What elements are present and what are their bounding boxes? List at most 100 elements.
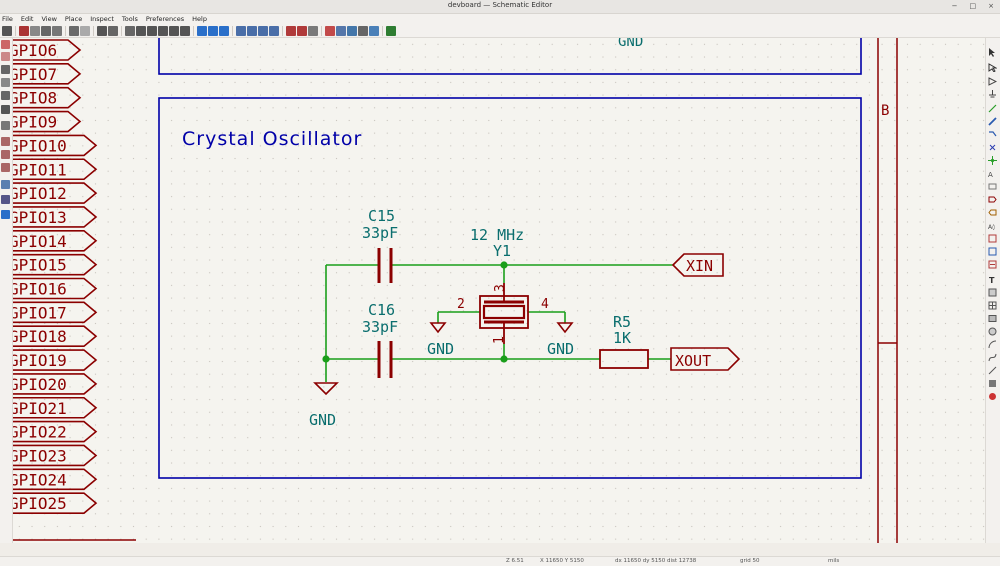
print-icon[interactable] bbox=[41, 25, 51, 36]
refresh-icon[interactable] bbox=[125, 25, 135, 36]
wire-angle-90-icon[interactable] bbox=[1, 150, 10, 159]
find-icon[interactable] bbox=[97, 25, 107, 36]
plot-icon[interactable] bbox=[52, 25, 62, 36]
wire-angle-free-icon[interactable] bbox=[1, 137, 10, 146]
gpio-label-shape[interactable] bbox=[13, 182, 98, 204]
gpio-label-shape[interactable] bbox=[13, 444, 98, 467]
add-label-icon[interactable]: A bbox=[988, 163, 997, 179]
gpio-label-shape[interactable] bbox=[13, 373, 98, 395]
gnd-symbol[interactable] bbox=[556, 322, 574, 334]
cursor-shape-icon[interactable] bbox=[1, 105, 10, 114]
grid-overrides-icon[interactable] bbox=[1, 52, 10, 61]
zoom-objects-icon[interactable] bbox=[169, 25, 179, 36]
menu-view[interactable]: View bbox=[41, 15, 57, 23]
delete-icon[interactable] bbox=[988, 386, 997, 400]
import-sheet-pin-icon[interactable] bbox=[988, 241, 997, 256]
menu-file[interactable]: File bbox=[2, 15, 13, 23]
minimize-button[interactable]: − bbox=[951, 2, 958, 10]
add-text-icon[interactable]: T bbox=[988, 269, 997, 285]
footprint-assign-icon[interactable] bbox=[336, 25, 346, 36]
gpio-label-shape[interactable] bbox=[13, 63, 82, 85]
add-rectangle-icon[interactable] bbox=[988, 308, 997, 322]
units-mils-icon[interactable] bbox=[1, 78, 10, 87]
annotate-icon[interactable] bbox=[308, 25, 318, 36]
add-circle-icon[interactable] bbox=[988, 321, 997, 336]
resistor-r5[interactable] bbox=[599, 349, 649, 369]
gpio-label-shape[interactable] bbox=[13, 134, 98, 157]
menu-preferences[interactable]: Preferences bbox=[145, 15, 185, 23]
schematic-canvas[interactable]: GND B Crystal Oscillator bbox=[13, 38, 986, 543]
capacitor-c15[interactable] bbox=[377, 248, 393, 283]
add-bezier-icon[interactable] bbox=[988, 347, 997, 362]
symbol-browser-icon[interactable] bbox=[297, 25, 307, 36]
gpio-label-shape[interactable] bbox=[13, 349, 98, 371]
add-bus-icon[interactable] bbox=[988, 111, 997, 126]
rotate-ccw-icon[interactable] bbox=[236, 25, 246, 36]
menu-help[interactable]: Help bbox=[192, 15, 207, 23]
grid-toggle-icon[interactable] bbox=[1, 40, 10, 49]
gpio-label-shape[interactable] bbox=[13, 468, 98, 491]
symbol-editor-icon[interactable] bbox=[286, 25, 296, 36]
symbol-fields-icon[interactable] bbox=[347, 25, 357, 36]
add-image-icon[interactable] bbox=[988, 373, 997, 387]
add-global-label-icon[interactable] bbox=[988, 189, 997, 203]
add-sheet-icon[interactable] bbox=[988, 228, 997, 243]
menu-place[interactable]: Place bbox=[64, 15, 83, 23]
maximize-button[interactable]: □ bbox=[969, 2, 977, 10]
gpio-label-shape[interactable] bbox=[13, 492, 98, 514]
add-arc-icon[interactable] bbox=[988, 334, 997, 349]
show-hidden-pins-icon[interactable] bbox=[1, 121, 10, 130]
menu-tools[interactable]: Tools bbox=[121, 15, 138, 23]
mirror-h-icon[interactable] bbox=[269, 25, 279, 36]
add-wire-icon[interactable] bbox=[988, 98, 997, 113]
add-hier-label-icon[interactable] bbox=[988, 202, 997, 216]
add-power-icon[interactable] bbox=[988, 84, 997, 98]
sync-sheet-pins-icon[interactable] bbox=[988, 254, 997, 269]
gpio-label-shape[interactable] bbox=[13, 253, 98, 276]
erc-icon[interactable] bbox=[325, 25, 335, 36]
menu-edit[interactable]: Edit bbox=[20, 15, 34, 23]
add-symbol-icon[interactable] bbox=[988, 71, 998, 86]
zoom-selection-icon[interactable] bbox=[180, 25, 190, 36]
crystal-y1[interactable] bbox=[479, 283, 529, 344]
gpio-label-shape[interactable] bbox=[13, 39, 82, 61]
navigate-forward-icon[interactable] bbox=[219, 25, 229, 36]
save-icon[interactable] bbox=[2, 25, 12, 36]
page-settings-icon[interactable] bbox=[30, 25, 40, 36]
gpio-label-shape[interactable] bbox=[13, 420, 98, 443]
rotate-cw-icon[interactable] bbox=[247, 25, 257, 36]
gpio-label-shape[interactable] bbox=[13, 110, 82, 133]
mirror-v-icon[interactable] bbox=[258, 25, 268, 36]
units-inches-icon[interactable] bbox=[1, 65, 10, 74]
gpio-label-shape[interactable] bbox=[13, 301, 98, 324]
navigate-back-icon[interactable] bbox=[197, 25, 207, 36]
gpio-label-shape[interactable] bbox=[13, 86, 82, 109]
bom-icon[interactable] bbox=[358, 25, 368, 36]
add-net-class-icon[interactable] bbox=[988, 176, 997, 190]
capacitor-c16[interactable] bbox=[377, 341, 393, 378]
gpio-label-shape[interactable] bbox=[13, 206, 98, 228]
close-button[interactable]: × bbox=[988, 2, 994, 10]
add-junction-icon[interactable] bbox=[988, 150, 997, 165]
find-replace-icon[interactable] bbox=[108, 25, 118, 36]
net-navigator-icon[interactable] bbox=[1, 210, 10, 219]
highlight-net-icon[interactable] bbox=[988, 57, 998, 73]
pcb-editor-icon[interactable] bbox=[386, 25, 396, 36]
gnd-symbol[interactable] bbox=[313, 382, 339, 396]
properties-panel-icon[interactable] bbox=[1, 195, 10, 204]
add-textbox-icon[interactable] bbox=[988, 282, 997, 297]
gpio-label-shape[interactable] bbox=[13, 325, 98, 348]
add-table-icon[interactable] bbox=[988, 295, 997, 310]
undo-icon[interactable] bbox=[69, 25, 79, 36]
zoom-in-icon[interactable] bbox=[136, 25, 146, 36]
xin-label-shape[interactable] bbox=[671, 253, 724, 277]
gpio-label-shape[interactable] bbox=[13, 230, 98, 252]
hierarchy-navigator-icon[interactable] bbox=[1, 180, 10, 189]
gnd-symbol[interactable] bbox=[429, 322, 447, 334]
units-mm-icon[interactable] bbox=[1, 91, 10, 100]
gpio-label-shape[interactable] bbox=[13, 158, 98, 181]
select-icon[interactable] bbox=[988, 42, 997, 57]
wire-angle-45-icon[interactable] bbox=[1, 163, 10, 172]
navigate-up-icon[interactable] bbox=[208, 25, 218, 36]
zoom-fit-icon[interactable] bbox=[158, 25, 168, 36]
